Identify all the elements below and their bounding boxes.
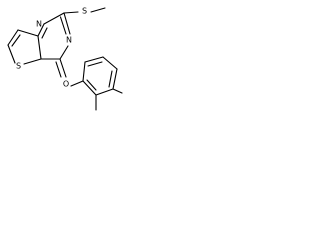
chemical-structure-diagram: S N N S O — [7, 7, 123, 111]
atom-nitrogen-right: N — [66, 36, 72, 45]
bond-methyl-s — [90, 7, 106, 13]
bond-c4-o-inner — [55, 61, 62, 78]
bond-c7a-c7 — [17, 29, 39, 37]
bond-benzene-4-inner — [108, 70, 113, 88]
bond-benzene-2 — [84, 56, 104, 63]
bond-benzene-6 — [82, 80, 97, 96]
atom-oxygen-ether: O — [63, 80, 69, 89]
bond-c2-n3-inner — [59, 16, 67, 35]
bond-s-c4a — [23, 58, 42, 65]
bond-c2-n3-outer — [63, 12, 71, 35]
bond-c2-n1 — [43, 12, 65, 25]
atom-label-layer: S N N S O — [16, 7, 87, 89]
bond-methyl-ortho — [112, 88, 123, 94]
bond-s-c2 — [63, 11, 79, 14]
bond-benzene-6-inner — [86, 79, 97, 91]
bond-c4-o-outer — [59, 58, 67, 78]
atom-nitrogen-top: N — [36, 20, 42, 29]
bond-n3-c4 — [59, 45, 69, 60]
atom-sulfur-thiophene: S — [16, 62, 21, 71]
bond-benzene-2-inner — [87, 61, 103, 67]
atom-sulfur-methylthio: S — [82, 7, 87, 16]
bond-o-aryl — [70, 80, 84, 87]
bond-benzene-1 — [82, 61, 86, 82]
bond-benzene-3 — [102, 56, 118, 70]
bond-c7-c6-outer — [7, 29, 19, 46]
bond-c6-s — [7, 44, 16, 64]
bond-c7a-n1-inner — [41, 27, 48, 39]
bond-layer — [7, 7, 123, 111]
bond-c7a-n1-outer — [37, 23, 45, 37]
bond-benzene-4 — [112, 68, 118, 90]
bond-c4a-c7a — [37, 35, 42, 60]
bond-c7-c6-inner — [11, 34, 21, 47]
bond-benzene-5 — [95, 88, 114, 96]
